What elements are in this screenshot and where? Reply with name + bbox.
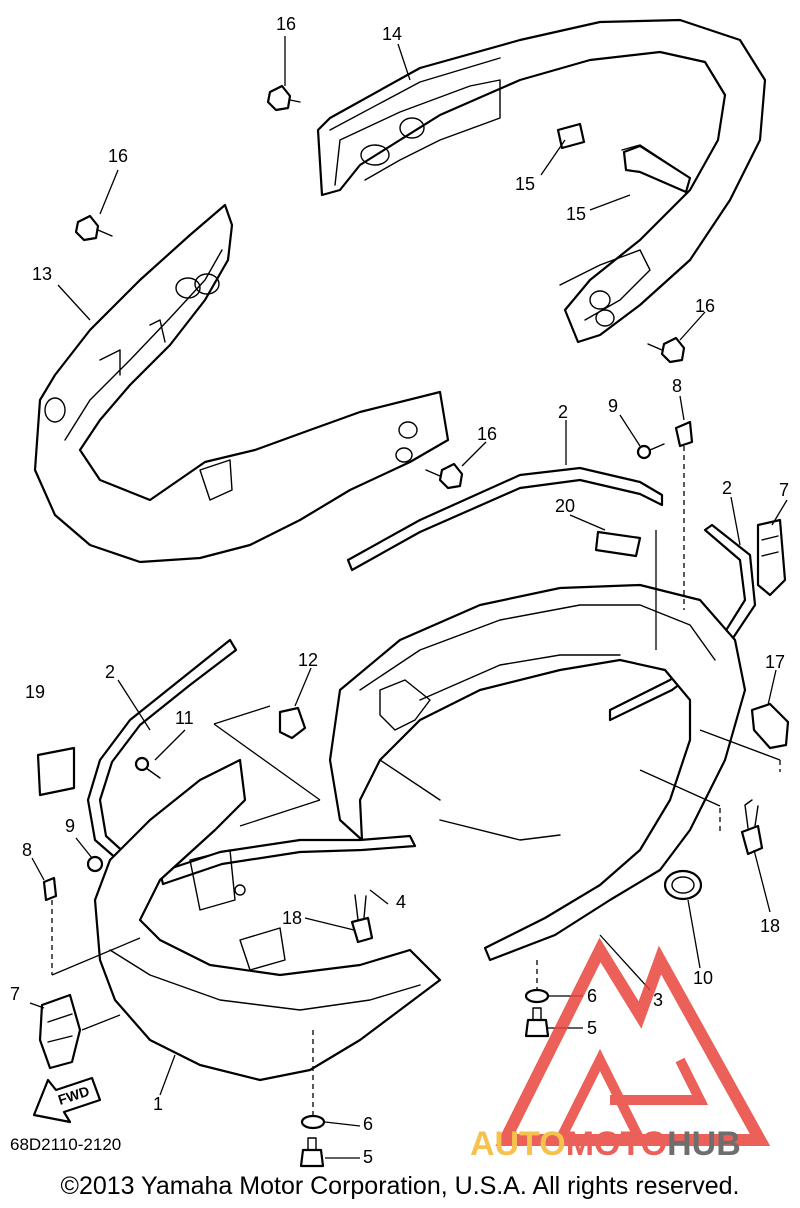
callout-8: 8: [672, 376, 682, 396]
part-19-label-decal: [36, 746, 76, 797]
callout-5: 5: [363, 1147, 373, 1167]
part-4-seal-strip: [158, 834, 417, 886]
callout-20: 20: [555, 496, 575, 516]
copyright-notice: ©2013 Yamaha Motor Corporation, U.S.A. A…: [60, 1172, 740, 1200]
part-16-bolt-c: [647, 336, 686, 364]
callout-4: 4: [396, 892, 406, 912]
callout-8: 8: [22, 840, 32, 860]
callout-6: 6: [587, 986, 597, 1006]
watermark-hub: HUB: [667, 1125, 741, 1163]
fwd-arrow-icon: FWD: [32, 1076, 102, 1124]
part-15-pad-b: [622, 144, 692, 194]
part-5-bolt-left: [299, 1137, 325, 1168]
callout-15: 15: [566, 204, 586, 224]
part-18-clip-right: [740, 799, 764, 856]
part-3-bottom-cowling: [328, 583, 747, 962]
callout-2: 2: [558, 402, 568, 422]
part-12-grommet: [278, 706, 307, 740]
part-7-clip-left: [38, 993, 82, 1070]
part-14-support-bracket: [316, 18, 767, 344]
part-16-bolt-d: [425, 462, 464, 490]
part-2-seal-strip-upper: [346, 466, 664, 572]
callout-5: 5: [587, 1018, 597, 1038]
callout-12: 12: [298, 650, 318, 670]
part-8-bracket-upper: [674, 420, 694, 448]
callout-3: 3: [653, 990, 663, 1010]
callout-2: 2: [105, 662, 115, 682]
callout-numbers: 16 14 15 15 16 16 13 16 8 9 2 2 7 20 17 …: [10, 14, 789, 1167]
part-16-bolt-b: [74, 214, 113, 242]
callout-15: 15: [515, 174, 535, 194]
callout-2: 2: [722, 478, 732, 498]
part-9-screw-lower: [86, 855, 104, 873]
part-15-pad-a: [556, 122, 586, 150]
callout-7: 7: [10, 984, 20, 1004]
part-17-holder: [750, 702, 790, 750]
callout-14: 14: [382, 24, 402, 44]
part-7-clip-right: [756, 518, 787, 597]
part-16-bolt-a: [266, 84, 301, 112]
part-20-label-decal: [594, 530, 642, 558]
callout-11: 11: [175, 708, 194, 728]
part-6-washer-right: [524, 988, 550, 1004]
part-8-bracket-lower: [42, 876, 58, 902]
svg-text:AUTOMOTOHUB: AUTOMOTOHUB: [470, 1125, 741, 1163]
part-1-bottom-cowling: [93, 758, 442, 1082]
callout-16: 16: [695, 296, 715, 316]
part-13-support-bracket: [33, 203, 450, 564]
part-10-grommet: [663, 869, 703, 901]
watermark-auto: AUTO: [470, 1125, 566, 1163]
callout-19: 19: [25, 682, 45, 702]
callout-9: 9: [65, 816, 75, 836]
part-9-screw-upper: [636, 443, 665, 460]
part-11-screw: [134, 756, 161, 779]
diagram-code: 68D2110-2120: [10, 1135, 121, 1154]
callout-6: 6: [363, 1114, 373, 1134]
watermark-moto: MOTO: [566, 1125, 667, 1163]
callout-1: 1: [153, 1094, 163, 1114]
callout-10: 10: [693, 968, 713, 988]
callout-16: 16: [477, 424, 497, 444]
callout-9: 9: [608, 396, 618, 416]
leader-lines: [29, 36, 788, 1159]
part-6-washer-left: [300, 1114, 326, 1130]
callout-16: 16: [276, 14, 296, 34]
callout-18: 18: [282, 908, 302, 928]
callout-17: 17: [765, 652, 785, 672]
part-5-bolt-right: [524, 1007, 550, 1038]
callout-13: 13: [32, 264, 52, 284]
callout-7: 7: [779, 480, 789, 500]
part-18-clip-left: [350, 894, 374, 944]
watermark-logo: AUTOMOTOHUB: [470, 937, 771, 1163]
callout-16: 16: [108, 146, 128, 166]
callout-18: 18: [760, 916, 780, 936]
